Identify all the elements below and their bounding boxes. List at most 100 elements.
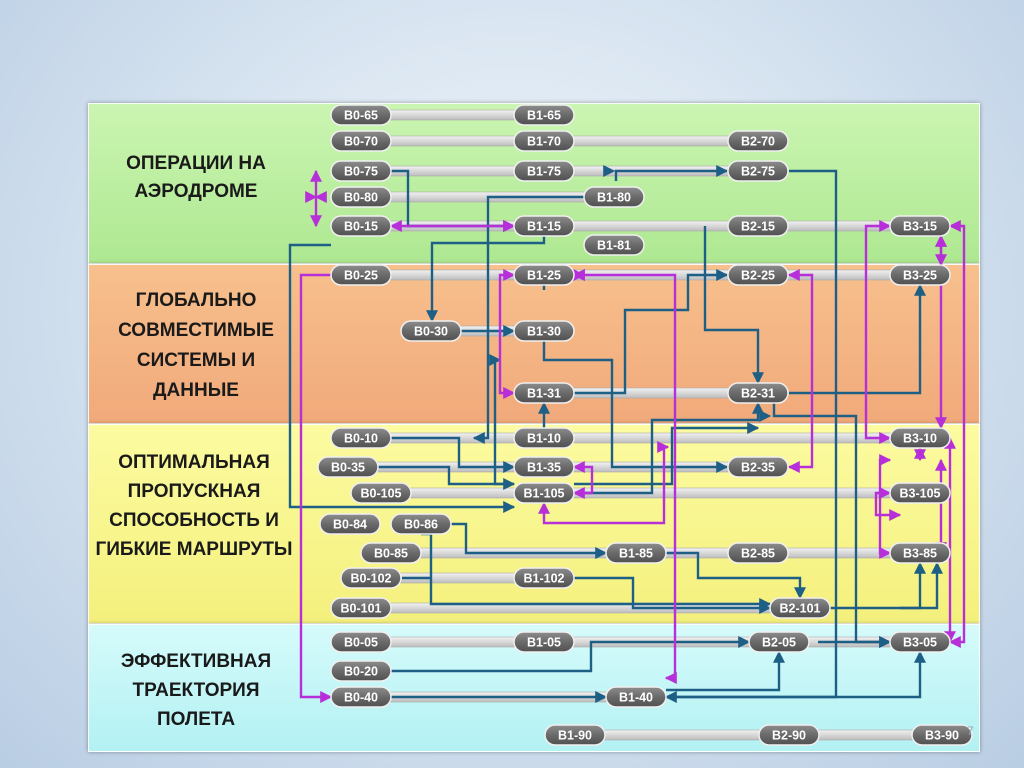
module-b1-10[interactable]: B1-10 bbox=[513, 427, 575, 449]
module-b2-35[interactable]: B2-35 bbox=[727, 456, 789, 478]
module-label: B1-65 bbox=[527, 109, 561, 123]
band-label-flight-path: ЭФФЕКТИВНАЯ ТРАЕКТОРИЯ ПОЛЕТА bbox=[120, 651, 272, 730]
page-number: 7 bbox=[967, 724, 974, 738]
module-pill-bg bbox=[330, 130, 392, 152]
module-pill-bg bbox=[360, 542, 422, 564]
module-pill-bg bbox=[513, 631, 575, 653]
blue-link-36 bbox=[666, 650, 926, 699]
module-b2-05[interactable]: B2-05 bbox=[748, 631, 810, 653]
module-b2-75[interactable]: B2-75 bbox=[727, 160, 789, 182]
module-label: B0-30 bbox=[414, 325, 448, 339]
module-b3-05[interactable]: B3-05 bbox=[889, 631, 951, 653]
module-b3-105[interactable]: B3-105 bbox=[889, 482, 951, 504]
module-label: B0-25 bbox=[344, 269, 378, 283]
module-b0-102[interactable]: B0-102 bbox=[340, 567, 402, 589]
module-b1-70[interactable]: B1-70 bbox=[513, 130, 575, 152]
module-b2-70[interactable]: B2-70 bbox=[727, 130, 789, 152]
module-b0-30[interactable]: B0-30 bbox=[400, 320, 462, 342]
module-b1-25[interactable]: B1-25 bbox=[513, 264, 575, 286]
module-b1-05[interactable]: B1-05 bbox=[513, 631, 575, 653]
module-label: B0-102 bbox=[351, 572, 392, 586]
purple-link-5 bbox=[498, 269, 516, 399]
module-b2-31[interactable]: B2-31 bbox=[727, 382, 789, 404]
module-label: B1-105 bbox=[524, 487, 565, 501]
module-b2-101[interactable]: B2-101 bbox=[769, 597, 831, 619]
band-label-global-systems: ГЛОБАЛЬНО СОВМЕСТИМЫЕ СИСТЕМЫ И ДАННЫЕ bbox=[118, 290, 274, 401]
purple-link-15 bbox=[878, 454, 892, 559]
module-pill-bg bbox=[758, 724, 820, 746]
module-b2-25[interactable]: B2-25 bbox=[727, 264, 789, 286]
module-b2-90[interactable]: B2-90 bbox=[758, 724, 820, 746]
module-b1-30[interactable]: B1-30 bbox=[513, 320, 575, 342]
blue-link-6 bbox=[614, 165, 729, 181]
module-pill-bg bbox=[748, 631, 810, 653]
module-b0-35[interactable]: B0-35 bbox=[317, 456, 379, 478]
module-b1-31[interactable]: B1-31 bbox=[513, 382, 575, 404]
module-pill-bg bbox=[727, 130, 789, 152]
module-b1-75[interactable]: B1-75 bbox=[513, 160, 575, 182]
module-pill-bg bbox=[319, 513, 381, 535]
module-b1-35[interactable]: B1-35 bbox=[513, 456, 575, 478]
module-label: B1-102 bbox=[524, 572, 565, 586]
module-b1-40[interactable]: B1-40 bbox=[605, 686, 667, 708]
module-b3-90[interactable]: B3-90 bbox=[911, 724, 973, 746]
purple-link-8 bbox=[538, 441, 670, 525]
module-b3-25[interactable]: B3-25 bbox=[889, 264, 951, 286]
blue-link-24 bbox=[421, 532, 772, 610]
module-b0-10[interactable]: B0-10 bbox=[330, 427, 392, 449]
module-b3-85[interactable]: B3-85 bbox=[889, 542, 951, 564]
module-pill-bg bbox=[330, 215, 392, 237]
blue-link-35 bbox=[666, 650, 785, 692]
module-b1-85[interactable]: B1-85 bbox=[605, 542, 667, 564]
module-label: B1-10 bbox=[527, 432, 561, 446]
module-b2-85[interactable]: B2-85 bbox=[727, 542, 789, 564]
purple-link-4 bbox=[572, 269, 677, 684]
module-label: B2-90 bbox=[772, 729, 806, 743]
module-pill-bg bbox=[513, 104, 575, 126]
module-label: B2-31 bbox=[741, 387, 775, 401]
module-label: B2-25 bbox=[741, 269, 775, 283]
blue-link-4 bbox=[703, 226, 764, 385]
blue-link-16 bbox=[391, 436, 516, 473]
module-b0-105[interactable]: B0-105 bbox=[350, 482, 412, 504]
module-b1-65[interactable]: B1-65 bbox=[513, 104, 575, 126]
module-label: B1-30 bbox=[527, 325, 561, 339]
module-pill-bg bbox=[889, 215, 951, 237]
module-b2-15[interactable]: B2-15 bbox=[727, 215, 789, 237]
module-b0-84[interactable]: B0-84 bbox=[319, 513, 381, 535]
purple-link-9 bbox=[787, 269, 814, 473]
module-b3-15[interactable]: B3-15 bbox=[889, 215, 951, 237]
module-b3-10[interactable]: B3-10 bbox=[889, 427, 951, 449]
module-label: B3-90 bbox=[925, 729, 959, 743]
module-b1-80[interactable]: B1-80 bbox=[583, 186, 645, 208]
module-pill-bg bbox=[513, 482, 575, 504]
module-b1-81[interactable]: B1-81 bbox=[583, 234, 645, 256]
module-b0-05[interactable]: B0-05 bbox=[330, 631, 392, 653]
module-pill-bg bbox=[330, 264, 392, 286]
module-pill-bg bbox=[889, 631, 951, 653]
module-label: B0-70 bbox=[344, 135, 378, 149]
module-b0-15[interactable]: B0-15 bbox=[330, 215, 392, 237]
module-b0-75[interactable]: B0-75 bbox=[330, 160, 392, 182]
module-label: B3-85 bbox=[903, 547, 937, 561]
module-label: B0-85 bbox=[374, 547, 408, 561]
module-b1-15[interactable]: B1-15 bbox=[513, 215, 575, 237]
module-b0-70[interactable]: B0-70 bbox=[330, 130, 392, 152]
module-b0-25[interactable]: B0-25 bbox=[330, 264, 392, 286]
purple-link-11 bbox=[948, 220, 966, 648]
blue-link-26 bbox=[666, 551, 806, 600]
module-b0-65[interactable]: B0-65 bbox=[330, 104, 392, 126]
module-b0-40[interactable]: B0-40 bbox=[330, 686, 392, 708]
module-b1-105[interactable]: B1-105 bbox=[513, 482, 575, 504]
module-b0-80[interactable]: B0-80 bbox=[330, 186, 392, 208]
module-b0-85[interactable]: B0-85 bbox=[360, 542, 422, 564]
module-label: B1-31 bbox=[527, 387, 561, 401]
module-label: B1-40 bbox=[619, 691, 653, 705]
module-pill-bg bbox=[513, 320, 575, 342]
module-b0-20[interactable]: B0-20 bbox=[330, 660, 392, 682]
module-b0-101[interactable]: B0-101 bbox=[330, 597, 392, 619]
module-b1-102[interactable]: B1-102 bbox=[513, 567, 575, 589]
module-b0-86[interactable]: B0-86 bbox=[390, 513, 452, 535]
module-b1-90[interactable]: B1-90 bbox=[544, 724, 606, 746]
